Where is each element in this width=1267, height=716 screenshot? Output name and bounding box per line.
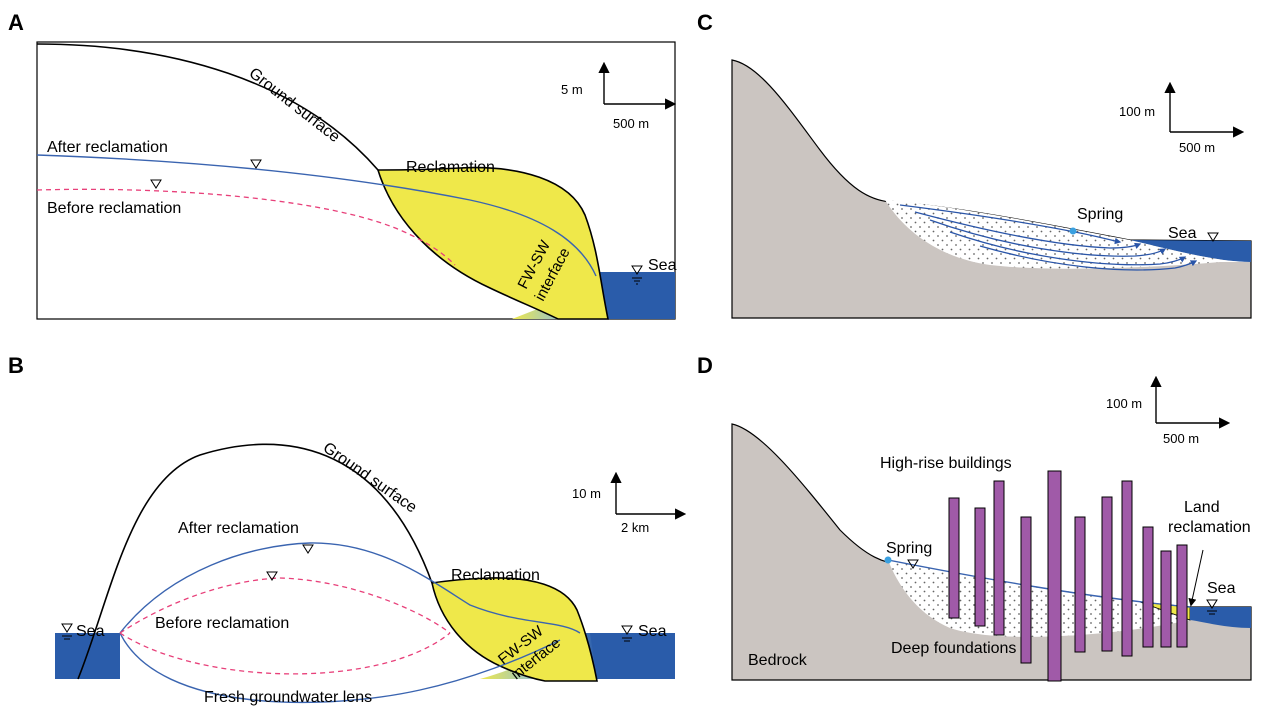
panel-a-frame bbox=[36, 41, 676, 320]
bedrock-label: Bedrock bbox=[748, 652, 808, 669]
building bbox=[1176, 544, 1188, 648]
water-table-after bbox=[119, 542, 581, 634]
fresh-groundwater-lens-label: Fresh groundwater lens bbox=[204, 689, 372, 706]
panel-a-label: A bbox=[8, 10, 24, 35]
sea-body bbox=[1130, 240, 1251, 262]
aquifer bbox=[888, 560, 1190, 637]
panel-c: C Spring Sea 100 m 500 m bbox=[697, 10, 1252, 319]
ground-surface-line bbox=[77, 443, 433, 680]
scale-horizontal-label: 500 m bbox=[1179, 140, 1215, 155]
reclamation-label: Reclamation bbox=[451, 567, 540, 584]
land-reclamation-label-2: reclamation bbox=[1168, 519, 1251, 536]
panel-d-label: D bbox=[697, 353, 713, 378]
building bbox=[1101, 496, 1113, 652]
sea-body bbox=[596, 272, 675, 319]
building bbox=[1160, 550, 1172, 648]
scale-horizontal-label: 500 m bbox=[1163, 431, 1199, 446]
bedrock bbox=[731, 59, 1252, 319]
sea-label: Sea bbox=[1168, 225, 1197, 242]
high-rise-buildings-label: High-rise buildings bbox=[880, 455, 1012, 472]
reclamation-fill bbox=[431, 577, 598, 682]
sea-left-label: Sea bbox=[76, 623, 105, 640]
building bbox=[948, 497, 960, 619]
building bbox=[1121, 480, 1133, 657]
building bbox=[974, 507, 986, 627]
water-table-after bbox=[36, 154, 597, 277]
deep-foundations-label: Deep foundations bbox=[891, 640, 1016, 657]
spring-point bbox=[884, 556, 892, 564]
water-table-symbol bbox=[150, 179, 162, 189]
scale-vertical-label: 10 m bbox=[572, 486, 601, 501]
panel-b-label: B bbox=[8, 353, 24, 378]
scale-horizontal-label: 2 km bbox=[621, 520, 649, 535]
after-reclamation-label: After reclamation bbox=[178, 520, 299, 537]
before-reclamation-label: Before reclamation bbox=[47, 200, 181, 217]
land-reclamation-label-1: Land bbox=[1184, 499, 1220, 516]
panel-c-label: C bbox=[697, 10, 713, 35]
building bbox=[1142, 526, 1154, 648]
ground-surface-label: Ground surface bbox=[320, 439, 420, 516]
spring-label: Spring bbox=[1077, 206, 1123, 223]
water-table-before bbox=[119, 577, 451, 634]
sea-label: Sea bbox=[1207, 580, 1236, 597]
after-reclamation-label: After reclamation bbox=[47, 139, 168, 156]
water-table-before bbox=[36, 188, 456, 266]
reclamation-label: Reclamation bbox=[406, 159, 495, 176]
panel-a: A Ground surface After reclamation Befor… bbox=[8, 10, 677, 320]
panel-d: D bbox=[697, 353, 1252, 682]
sea-right-label: Sea bbox=[638, 623, 667, 640]
reclamation-fill bbox=[376, 166, 609, 320]
building bbox=[1074, 516, 1086, 653]
building bbox=[1020, 516, 1032, 664]
groundwater-flow-lines bbox=[899, 204, 1198, 271]
ground-surface-label: Ground surface bbox=[246, 65, 343, 146]
scale-horizontal-label: 500 m bbox=[613, 116, 649, 131]
scale-vertical-label: 100 m bbox=[1106, 396, 1142, 411]
land-reclamation-pointer bbox=[1188, 549, 1204, 607]
panel-b: B Ground surface After reclamation bbox=[8, 353, 687, 706]
lens-before-boundary bbox=[119, 632, 451, 675]
scale-vertical-label: 5 m bbox=[561, 82, 583, 97]
spring-label: Spring bbox=[886, 540, 932, 557]
sea-label: Sea bbox=[648, 257, 677, 274]
left-wedge bbox=[78, 633, 120, 679]
freshwater-lens-boundary bbox=[119, 632, 561, 704]
before-reclamation-label: Before reclamation bbox=[155, 615, 289, 632]
water-table-symbol bbox=[250, 159, 262, 169]
scale-vertical-label: 100 m bbox=[1119, 104, 1155, 119]
sea-body bbox=[1190, 607, 1251, 628]
building bbox=[993, 480, 1005, 636]
sea-right bbox=[590, 633, 675, 679]
sea-level-symbol bbox=[631, 265, 643, 275]
ground-surface-line bbox=[36, 43, 379, 171]
high-rise-buildings bbox=[948, 470, 1188, 682]
spring-point bbox=[1069, 227, 1077, 235]
building bbox=[1047, 470, 1062, 682]
